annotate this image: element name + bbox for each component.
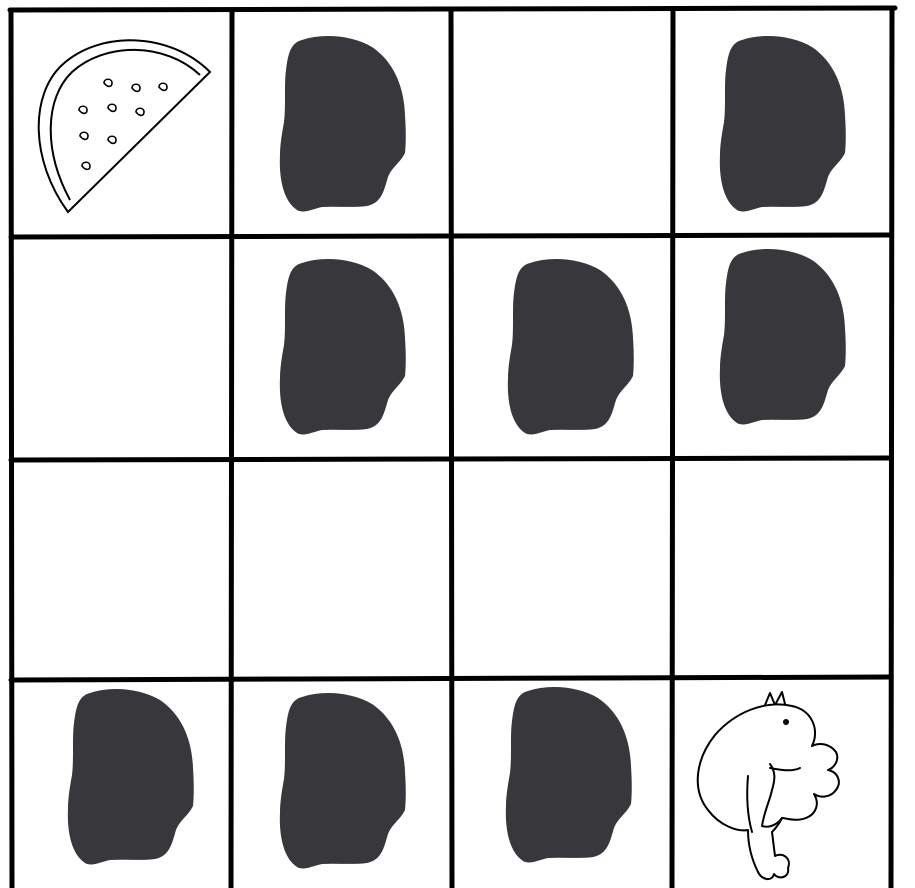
grid-hline-1	[11, 235, 891, 237]
rock-icon	[280, 36, 406, 212]
rock-icon	[280, 693, 406, 869]
cell-r2-c1[interactable]	[22, 248, 222, 448]
cell-r3-c4[interactable]	[682, 469, 882, 669]
bird-icon	[698, 692, 839, 879]
cell-r3-c3[interactable]	[462, 469, 662, 669]
cell-r3-c1[interactable]	[22, 469, 222, 669]
watermelon-icon	[39, 40, 210, 212]
rock-icon	[720, 249, 846, 425]
cell-r3-c2[interactable]	[242, 469, 442, 669]
rock-icon	[68, 689, 194, 865]
rock-icon	[280, 259, 406, 435]
cell-r1-c3[interactable]	[462, 23, 662, 223]
rock-icon	[720, 36, 846, 212]
cell-r2-c2[interactable]	[280, 259, 406, 435]
cell-r2-c4[interactable]	[720, 249, 846, 425]
grid-border-left	[11, 10, 12, 888]
cell-r1-c1[interactable]	[39, 40, 210, 212]
cell-r2-c3[interactable]	[508, 259, 634, 435]
grid-hline-3	[11, 677, 891, 680]
rock-icon	[508, 259, 634, 435]
cell-r1-c2[interactable]	[280, 36, 406, 212]
grid-vline-1	[231, 10, 232, 888]
grid-border-right	[891, 8, 892, 888]
cell-r1-c4[interactable]	[720, 36, 846, 212]
grid-hline-2	[11, 458, 891, 460]
cell-r4-c1[interactable]	[68, 689, 194, 865]
grid-vline-2	[451, 10, 452, 888]
rock-icon	[506, 687, 632, 863]
cell-r4-c3[interactable]	[506, 687, 632, 863]
grid-vline-3	[672, 10, 673, 888]
cell-r4-c2[interactable]	[280, 693, 406, 869]
cell-r4-c4[interactable]	[698, 692, 839, 879]
